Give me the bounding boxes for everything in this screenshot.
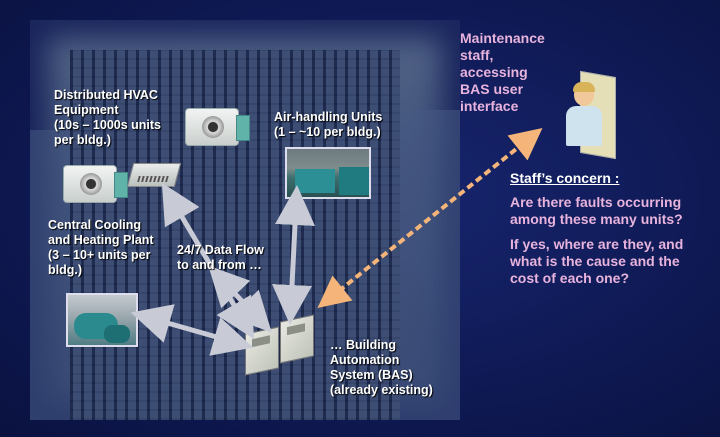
arrow-ahu-bas: [272, 185, 315, 325]
hvac-unit-icon: [185, 108, 250, 146]
bas-label: … Building Automation System (BAS) (alre…: [330, 338, 433, 397]
staff-label: Maintenance staff, accessing BAS user in…: [460, 30, 545, 114]
ahu-label: Air-handling Units (1 – ~10 per bldg.): [274, 110, 383, 139]
dataflow-label: 24/7 Data Flow to and from …: [177, 243, 264, 272]
arrow-bas-staff: [317, 128, 543, 308]
concern-question-2: If yes, where are they, and what is the …: [510, 236, 684, 286]
hvac-unit-icon: [63, 165, 128, 203]
hvac-label: Distributed HVAC Equipment (10s – 1000s …: [54, 88, 162, 147]
concern-question-1: Are there faults occurring among these m…: [510, 194, 683, 227]
maintenance-staff-icon: [560, 70, 616, 160]
arrow-plant-bas: [130, 304, 254, 356]
concern-title: Staff’s concern :: [510, 170, 620, 186]
plant-label: Central Cooling and Heating Plant (3 – 1…: [48, 218, 154, 277]
